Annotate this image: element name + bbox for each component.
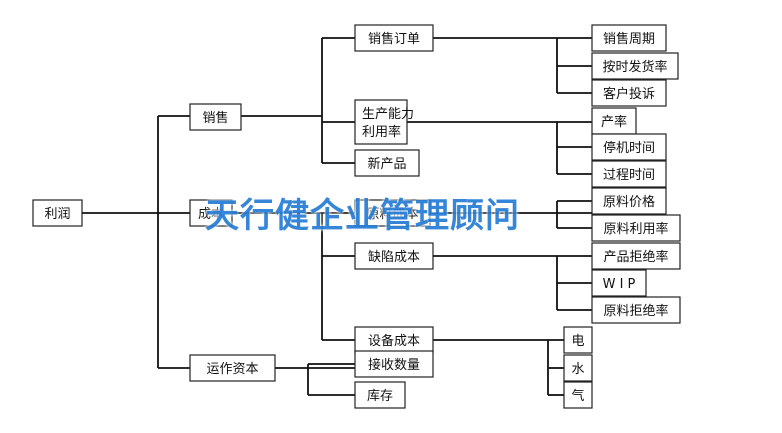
node-sales: 销售: [189, 103, 242, 131]
node-capacity-utilization: 生产能力 利用率: [354, 99, 414, 145]
node-on-time-delivery: 按时发货率: [591, 52, 679, 80]
node-material-utilization: 原料利用率: [591, 214, 681, 242]
node-wip-label: W I P: [603, 277, 636, 292]
node-material-rejection-label: 原料拒绝率: [603, 303, 668, 319]
node-wip: W I P: [591, 269, 647, 297]
connectors: [82, 37, 592, 396]
node-yield-label: 产率: [601, 114, 627, 130]
node-sales-order-label: 销售订单: [368, 31, 420, 47]
node-material-price-label: 原料价格: [603, 194, 655, 210]
node-root: 利润: [32, 199, 83, 227]
node-defect-cost-label: 缺陷成本: [368, 250, 420, 265]
node-capacity-line2: 利用率: [362, 124, 401, 140]
node-material-rejection: 原料拒绝率: [591, 296, 681, 324]
node-inventory: 库存: [354, 381, 406, 409]
node-sales-label: 销售: [202, 110, 228, 126]
node-receiving-quantity-label: 接收数量: [368, 357, 420, 373]
node-on-time-delivery-label: 按时发货率: [602, 59, 667, 75]
node-gas: 气: [563, 381, 593, 409]
node-inventory-label: 库存: [367, 388, 393, 404]
nodes: 利润 销售 成本 运作资本 销售订单 生产能力 利用率 新产品: [32, 24, 681, 409]
node-cost-label: 成本: [198, 207, 224, 222]
node-process-time-label: 过程时间: [603, 168, 655, 183]
node-material-cost-label: 原料成本: [366, 207, 418, 222]
node-material-utilization-label: 原料利用率: [603, 221, 668, 237]
node-customer-complaint-label: 客户投诉: [603, 86, 655, 102]
node-working-capital: 运作资本: [189, 354, 276, 382]
node-electricity-label: 电: [571, 334, 584, 349]
node-new-product-label: 新产品: [367, 156, 406, 172]
node-material-cost: 原料成本: [354, 199, 431, 227]
node-root-label: 利润: [44, 207, 70, 222]
node-yield: 产率: [591, 107, 637, 135]
node-customer-complaint: 客户投诉: [591, 79, 667, 107]
node-downtime-label: 停机时间: [603, 140, 655, 156]
node-product-rejection-label: 产品拒绝率: [603, 249, 668, 265]
node-downtime: 停机时间: [591, 133, 667, 161]
node-electricity: 电: [563, 326, 593, 354]
node-equipment-cost: 设备成本: [354, 326, 434, 354]
node-water-label: 水: [571, 362, 584, 377]
node-material-price: 原料价格: [591, 187, 667, 215]
node-sales-order: 销售订单: [354, 24, 434, 52]
node-defect-cost: 缺陷成本: [354, 242, 434, 270]
node-gas-label: 气: [571, 388, 584, 404]
node-working-capital-label: 运作资本: [206, 362, 258, 377]
node-process-time: 过程时间: [591, 160, 667, 188]
node-equipment-cost-label: 设备成本: [368, 333, 420, 349]
node-cost: 成本: [189, 199, 233, 227]
node-product-rejection: 产品拒绝率: [591, 242, 681, 270]
node-new-product: 新产品: [354, 149, 420, 177]
node-sales-cycle-label: 销售周期: [603, 31, 655, 47]
node-water: 水: [563, 354, 593, 382]
watermark-text: 天行健企业管理顾问: [205, 196, 520, 236]
node-receiving-quantity: 接收数量: [354, 350, 434, 378]
node-sales-cycle: 销售周期: [591, 24, 667, 52]
node-capacity-line1: 生产能力: [362, 107, 414, 122]
